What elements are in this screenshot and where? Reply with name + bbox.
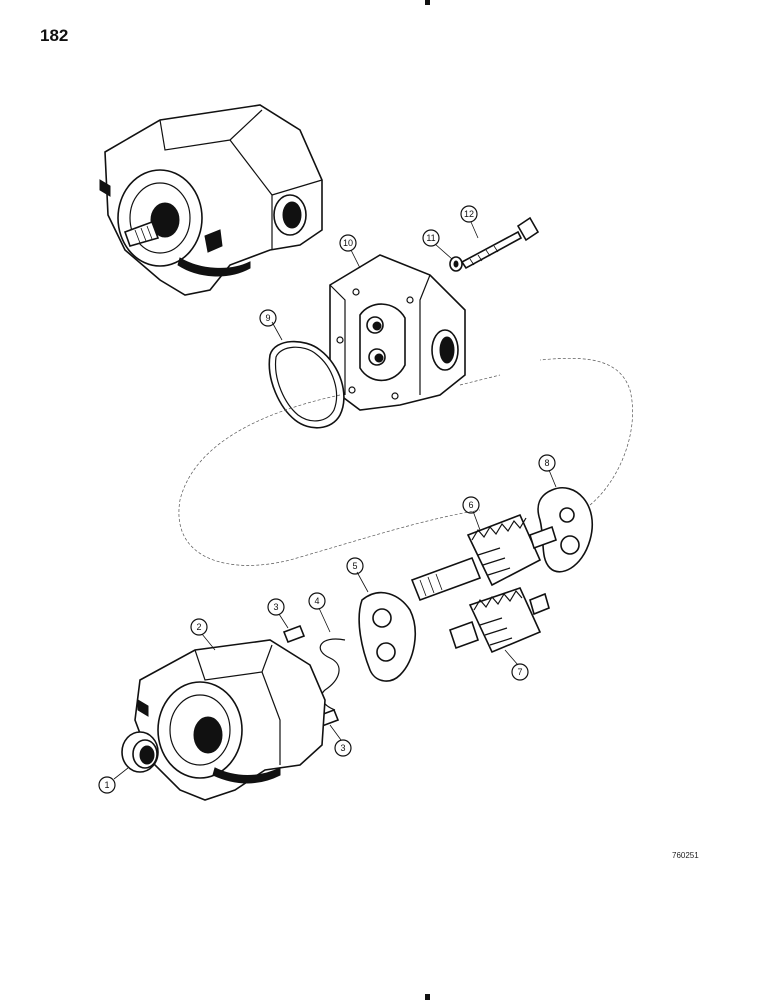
- part-8-wear-plate: [537, 487, 593, 573]
- callout-6: 6: [462, 496, 480, 514]
- svg-text:11: 11: [426, 233, 435, 243]
- svg-text:12: 12: [464, 209, 474, 219]
- callout-3-upper: 3: [267, 598, 285, 616]
- callout-11: 11: [422, 229, 440, 247]
- svg-text:10: 10: [343, 238, 353, 248]
- assembly-path-line: [178, 358, 633, 566]
- callout-12: 12: [460, 205, 478, 223]
- callout-4: 4: [308, 592, 326, 610]
- svg-text:7: 7: [517, 667, 522, 677]
- callout-5: 5: [346, 557, 364, 575]
- callout-3-lower: 3: [334, 739, 352, 757]
- part-5-wear-plate: [358, 591, 416, 682]
- svg-text:5: 5: [352, 561, 357, 571]
- figure-code: 760251: [672, 851, 699, 860]
- svg-text:3: 3: [340, 743, 345, 753]
- svg-text:8: 8: [544, 458, 549, 468]
- svg-text:6: 6: [468, 500, 473, 510]
- svg-text:4: 4: [314, 596, 319, 606]
- assembled-pump: [99, 104, 323, 296]
- crop-mark-bottom: [425, 994, 430, 1000]
- svg-text:1: 1: [104, 780, 109, 790]
- svg-text:3: 3: [273, 602, 278, 612]
- part-9-seal-ring: [268, 340, 345, 429]
- callout-7: 7: [511, 663, 529, 681]
- leader-lines: [113, 221, 557, 780]
- part-2-front-housing: [134, 639, 326, 801]
- callout-8: 8: [538, 454, 556, 472]
- part-3-dowel-pin-upper: [282, 624, 306, 644]
- callout-10: 10: [339, 234, 357, 252]
- svg-text:9: 9: [265, 313, 270, 323]
- page-number: 182: [40, 26, 69, 45]
- crop-mark-top: [425, 0, 430, 5]
- part-6-drive-gear-shaft: [410, 513, 557, 602]
- part-11-washer: [449, 256, 463, 272]
- callout-2: 2: [190, 618, 208, 636]
- part-1-shaft-seal: [121, 731, 159, 773]
- part-12-bolt: [460, 216, 540, 270]
- part-10-rear-cover: [329, 254, 466, 411]
- callout-1: 1: [98, 776, 116, 794]
- part-7-driven-gear: [448, 587, 550, 654]
- callout-9: 9: [259, 309, 277, 327]
- svg-text:2: 2: [196, 622, 201, 632]
